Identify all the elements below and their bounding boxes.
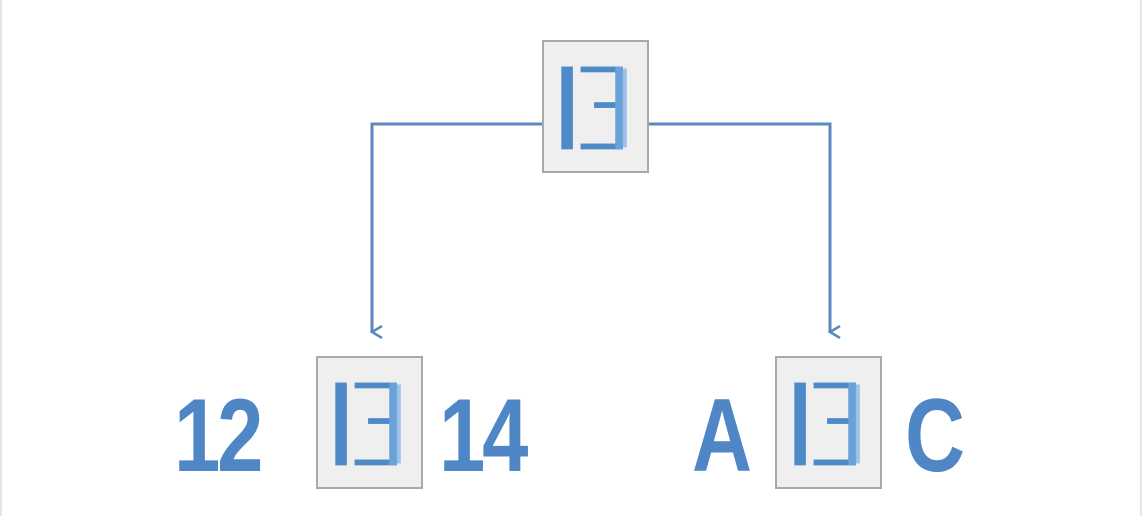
bracket-symbol-icon [561,66,627,150]
left-symbol-box [316,356,423,489]
right-symbol-box [775,356,882,489]
connector-left [372,122,542,332]
root-symbol-box [542,40,649,173]
bracket-symbol-icon [794,382,860,466]
left-branch-left-label: 12 [174,378,263,494]
right-branch-right-label: C [905,378,965,494]
right-branch-left-label: A [692,378,752,494]
bracket-symbol-icon [335,382,401,466]
connector-right [649,122,830,332]
left-branch-right-label: 14 [439,378,528,494]
